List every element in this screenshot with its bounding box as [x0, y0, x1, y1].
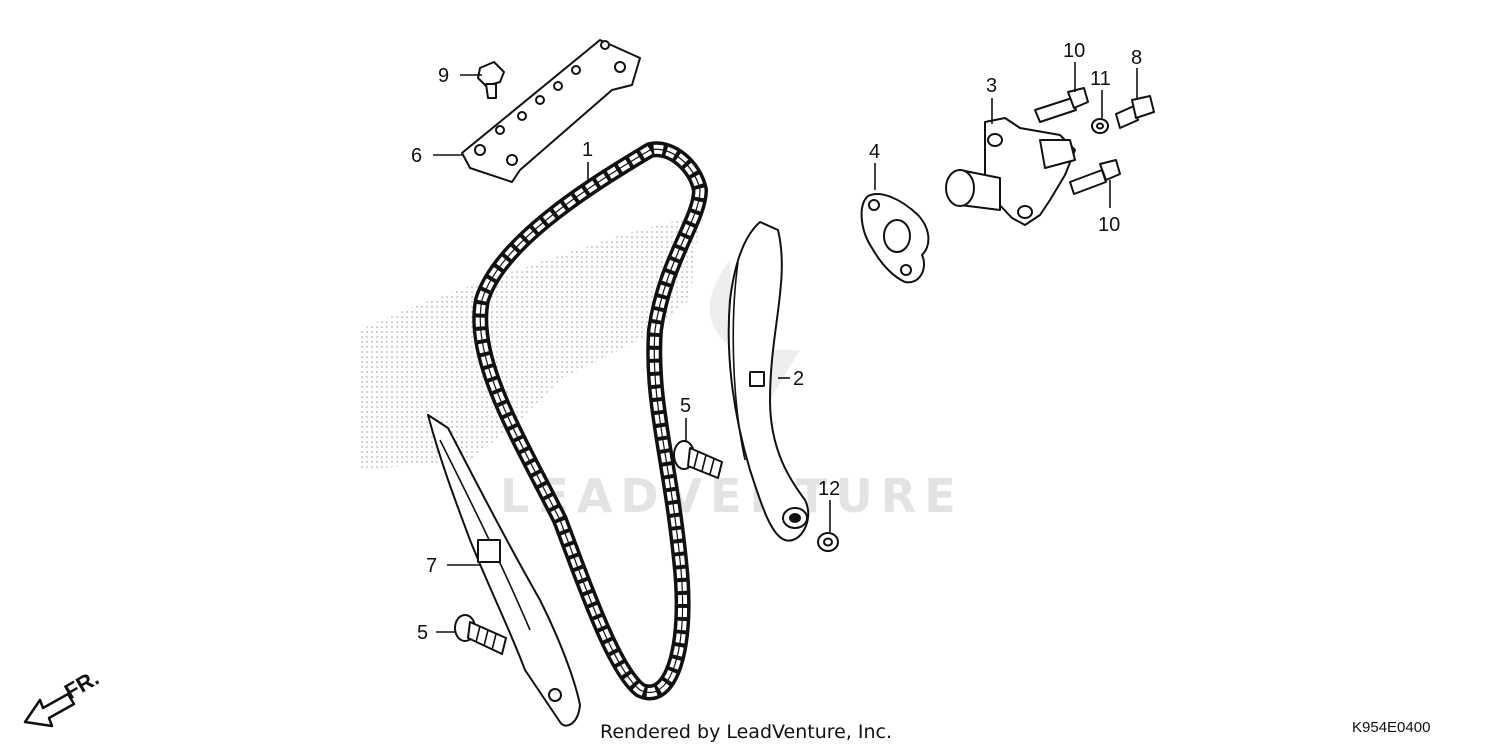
- callout-leaders: [433, 62, 1138, 633]
- part-10-bolt-lower: [1069, 159, 1121, 195]
- part-3-tensioner-lifter: [945, 117, 1076, 226]
- callout-9: 9: [438, 65, 449, 87]
- callout-5-lower: 5: [417, 622, 428, 644]
- watermark: LEADVENTURE: [360, 215, 964, 523]
- part-5-pivot-bolt-lower: [454, 614, 507, 655]
- diagram-code: K954E0400: [1352, 719, 1430, 736]
- part-11-washer: [1091, 118, 1109, 134]
- callout-12: 12: [818, 478, 840, 500]
- rendered-by-credit: Rendered by LeadVenture, Inc.: [600, 721, 892, 743]
- callout-10-lower: 10: [1098, 214, 1120, 236]
- callout-7: 7: [426, 555, 437, 577]
- callout-11: 11: [1090, 68, 1111, 90]
- part-9-bolt: [477, 61, 505, 99]
- callout-2: 2: [793, 368, 804, 390]
- callout-4: 4: [869, 141, 880, 163]
- part-12-washer: [817, 532, 839, 552]
- callout-6: 6: [411, 145, 422, 167]
- watermark-wing-logo: [360, 215, 700, 470]
- part-6-guide-plate: [461, 39, 641, 183]
- part-4-gasket: [860, 193, 930, 284]
- callout-1: 1: [582, 139, 593, 161]
- callout-3: 3: [986, 75, 997, 97]
- part-7-guide: [427, 414, 581, 727]
- part-5-pivot-bolt-upper: [673, 440, 723, 479]
- part-1-cam-chain: [472, 141, 708, 701]
- callout-5-upper: 5: [680, 395, 691, 417]
- callout-8: 8: [1131, 47, 1142, 69]
- watermark-flame-logo: [709, 260, 800, 410]
- part-2-tensioner-arm: [727, 221, 810, 542]
- part-10-bolt-upper: [1034, 87, 1089, 123]
- front-arrow-icon: [23, 692, 76, 728]
- callout-10-upper: 10: [1063, 40, 1085, 62]
- part-8-sealing-bolt: [1115, 95, 1155, 129]
- callout-labels: 1 2 3 4 5 5 6 7 8 9 10 10 11 12: [411, 40, 1142, 644]
- watermark-text: LEADVENTURE: [500, 469, 964, 523]
- front-direction-indicator: FR.: [23, 665, 103, 728]
